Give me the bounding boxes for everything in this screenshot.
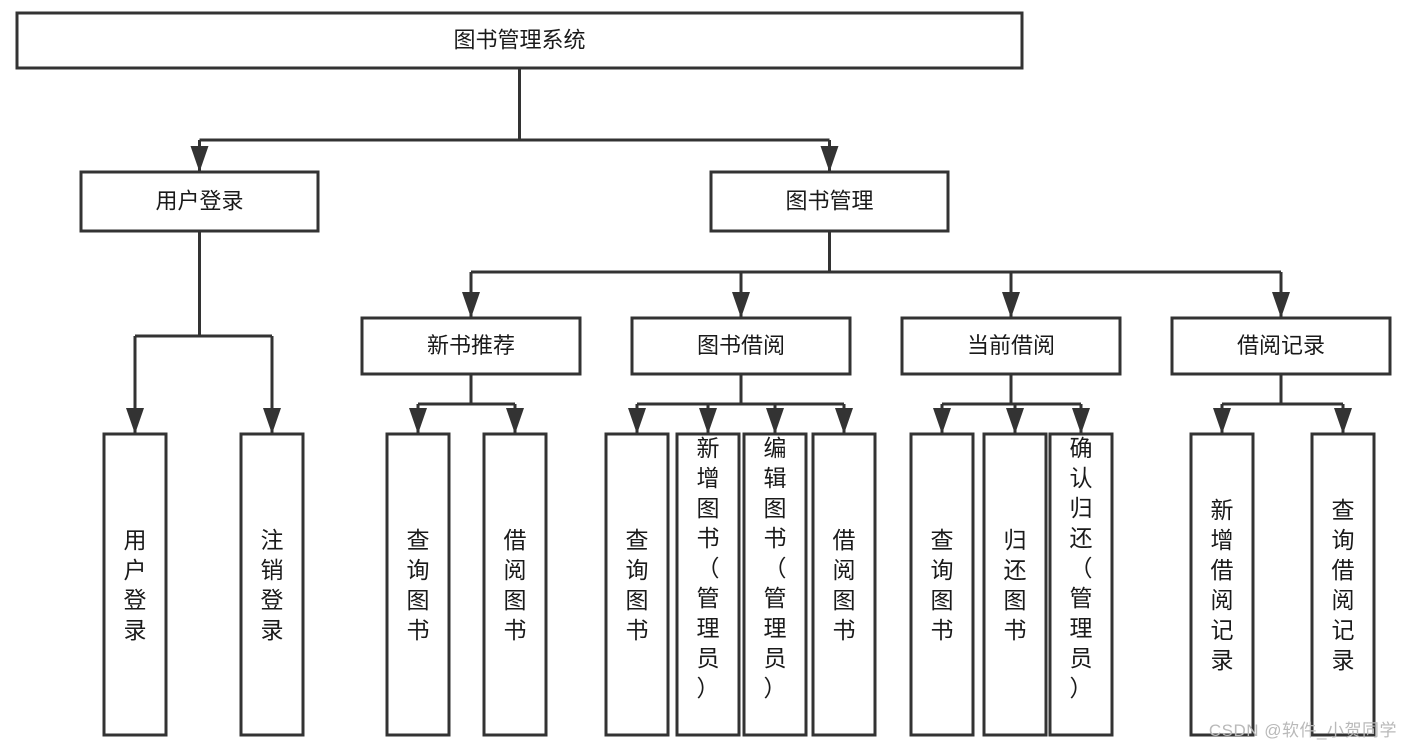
node-level3-1[interactable]: 图书借阅 bbox=[630, 316, 852, 376]
node-label: 借阅记录 bbox=[1237, 333, 1325, 358]
node-leaf-8[interactable]: 查询图书 bbox=[909, 432, 975, 737]
arrow-head-icon bbox=[628, 408, 646, 434]
node-label: 借阅图书 bbox=[504, 527, 527, 643]
node-leaf-10[interactable]: 确认归还（管理员） bbox=[1048, 432, 1114, 737]
node-label: 图书管理 bbox=[785, 188, 873, 213]
node-label: 注销登录 bbox=[261, 527, 284, 643]
node-rect bbox=[1189, 432, 1255, 737]
node-rect bbox=[630, 316, 852, 376]
arrow-head-icon bbox=[1334, 408, 1352, 434]
node-leaf-3[interactable]: 借阅图书 bbox=[482, 432, 548, 737]
node-rect bbox=[15, 11, 1024, 70]
node-label: 图书借阅 bbox=[697, 333, 785, 358]
node-rect bbox=[675, 432, 741, 737]
node-leaf-2[interactable]: 查询图书 bbox=[385, 432, 451, 737]
node-leaf-4[interactable]: 查询图书 bbox=[604, 432, 670, 737]
node-label: 图书管理系统 bbox=[453, 27, 585, 52]
arrow-head-icon bbox=[190, 146, 209, 172]
arrow-head-icon bbox=[732, 292, 750, 318]
node-rect bbox=[1048, 432, 1114, 737]
node-label: 查询图书 bbox=[407, 527, 430, 643]
node-leaf-12[interactable]: 查询借阅记录 bbox=[1310, 432, 1376, 737]
node-level3-2[interactable]: 当前借阅 bbox=[900, 316, 1122, 376]
node-level3-0[interactable]: 新书推荐 bbox=[360, 316, 582, 376]
node-label: 新增借阅记录 bbox=[1211, 497, 1234, 673]
node-rect bbox=[900, 316, 1122, 376]
node-leaf-6[interactable]: 编辑图书（管理员） bbox=[742, 432, 808, 737]
node-rect bbox=[811, 432, 877, 737]
node-label: 新增图书（管理员） bbox=[697, 435, 720, 701]
node-label: 归还图书 bbox=[1004, 527, 1027, 643]
node-rect bbox=[1310, 432, 1376, 737]
arrow-head-icon bbox=[126, 408, 144, 434]
node-layer: 图书管理系统用户登录图书管理新书推荐图书借阅当前借阅借阅记录用户登录注销登录查询… bbox=[15, 11, 1392, 737]
arrow-head-icon bbox=[766, 408, 784, 434]
node-rect bbox=[1170, 316, 1392, 376]
node-rect bbox=[482, 432, 548, 737]
node-leaf-5[interactable]: 新增图书（管理员） bbox=[675, 432, 741, 737]
arrow-head-icon bbox=[835, 408, 853, 434]
node-label: 新书推荐 bbox=[427, 333, 515, 358]
connector-layer bbox=[126, 68, 1352, 434]
arrow-head-icon bbox=[933, 408, 951, 434]
arrow-head-icon bbox=[1002, 292, 1020, 318]
node-leaf-9[interactable]: 归还图书 bbox=[982, 432, 1048, 737]
node-label: 确认归还（管理员） bbox=[1070, 435, 1093, 701]
node-rect bbox=[604, 432, 670, 737]
node-label: 借阅图书 bbox=[833, 527, 856, 643]
arrow-head-icon bbox=[1072, 408, 1090, 434]
node-leaf-1[interactable]: 注销登录 bbox=[239, 432, 305, 737]
arrow-head-icon bbox=[1006, 408, 1024, 434]
node-label: 用户登录 bbox=[155, 188, 243, 213]
node-label: 用户登录 bbox=[124, 527, 147, 643]
node-rect bbox=[102, 432, 168, 737]
arrow-head-icon bbox=[462, 292, 480, 318]
node-leaf-0[interactable]: 用户登录 bbox=[102, 432, 168, 737]
node-label: 当前借阅 bbox=[967, 333, 1055, 358]
node-label: 查询图书 bbox=[931, 527, 954, 643]
node-label: 查询借阅记录 bbox=[1332, 497, 1355, 673]
node-rect bbox=[982, 432, 1048, 737]
node-level2-1[interactable]: 图书管理 bbox=[709, 170, 950, 233]
node-rect bbox=[360, 316, 582, 376]
node-rect bbox=[709, 170, 950, 233]
arrow-head-icon bbox=[699, 408, 717, 434]
arrow-head-icon bbox=[820, 146, 839, 172]
arrow-head-icon bbox=[263, 408, 281, 434]
node-leaf-7[interactable]: 借阅图书 bbox=[811, 432, 877, 737]
node-rect bbox=[239, 432, 305, 737]
csdn-watermark: CSDN @软件_小贺同学 bbox=[1208, 721, 1397, 740]
arrow-head-icon bbox=[1272, 292, 1290, 318]
node-level3-3[interactable]: 借阅记录 bbox=[1170, 316, 1392, 376]
node-rect bbox=[909, 432, 975, 737]
arrow-head-icon bbox=[409, 408, 427, 434]
node-rect bbox=[385, 432, 451, 737]
node-leaf-11[interactable]: 新增借阅记录 bbox=[1189, 432, 1255, 737]
node-label: 编辑图书（管理员） bbox=[764, 435, 787, 701]
arrow-head-icon bbox=[1213, 408, 1231, 434]
node-rect bbox=[742, 432, 808, 737]
node-level2-0[interactable]: 用户登录 bbox=[79, 170, 320, 233]
node-root[interactable]: 图书管理系统 bbox=[15, 11, 1024, 70]
arrow-head-icon bbox=[506, 408, 524, 434]
node-label: 查询图书 bbox=[626, 527, 649, 643]
node-rect bbox=[79, 170, 320, 233]
